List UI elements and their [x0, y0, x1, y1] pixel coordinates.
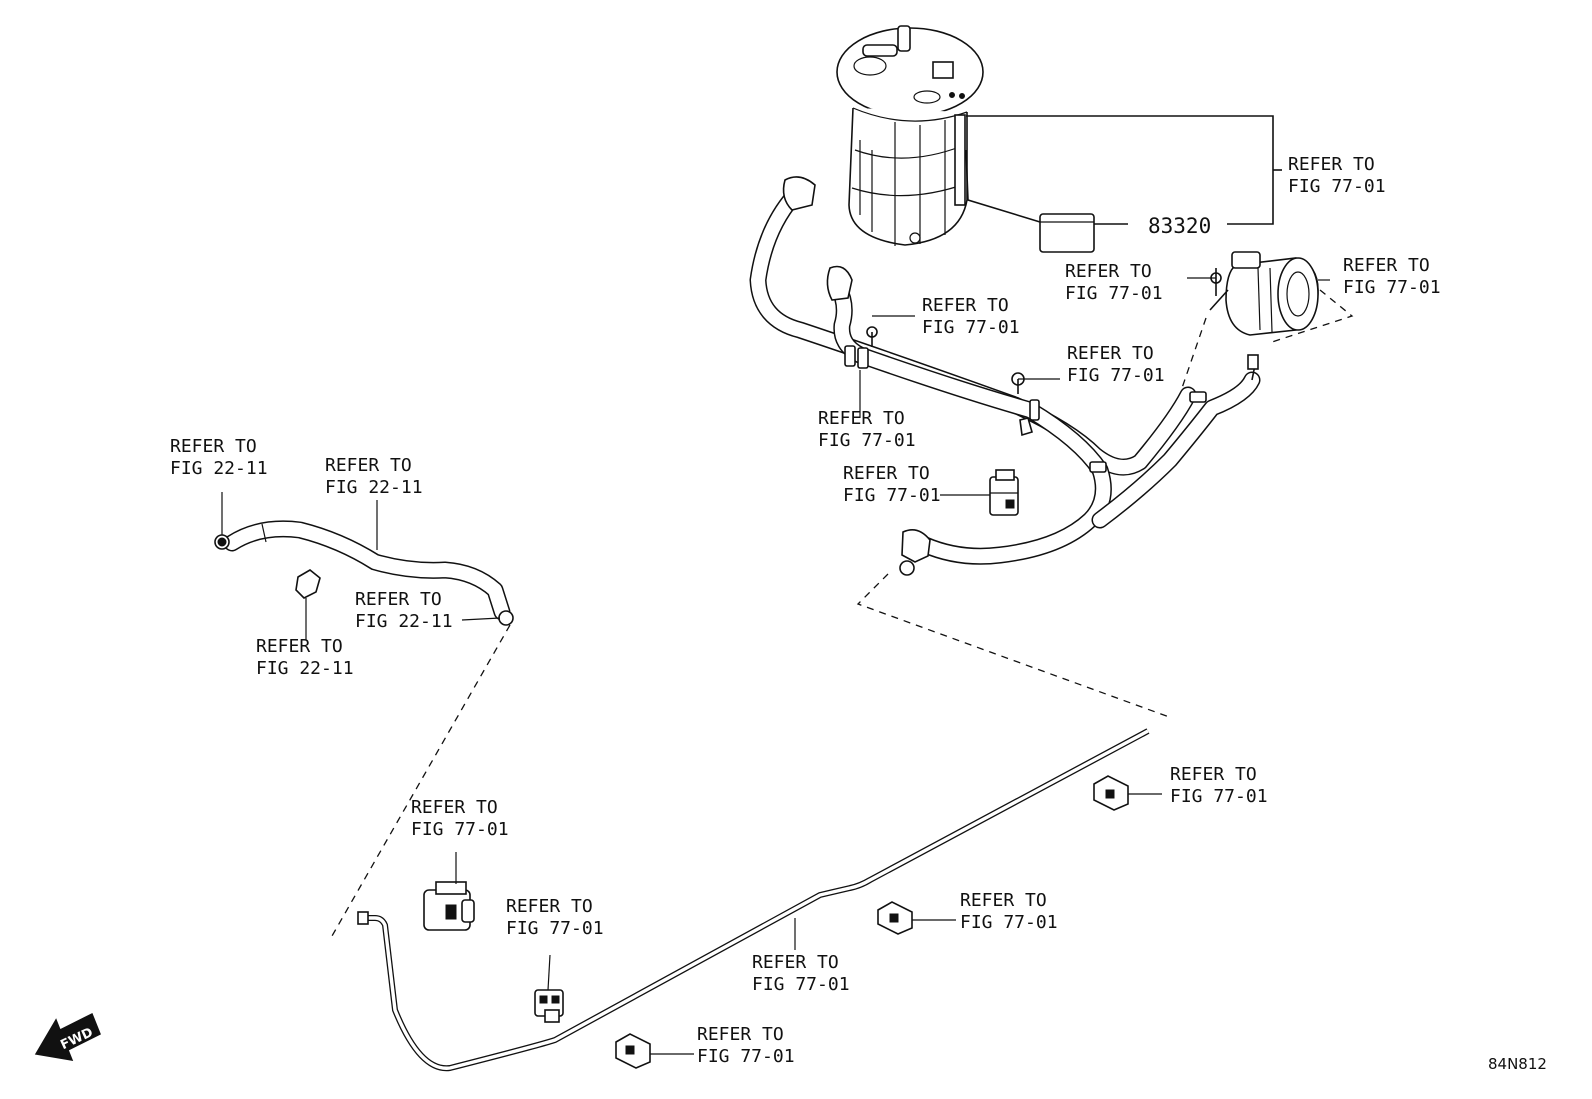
svg-text:FIG 77-01: FIG 77-01	[1170, 786, 1268, 807]
svg-text:REFER TO: REFER TO	[818, 408, 905, 429]
svg-text:REFER TO: REFER TO	[697, 1024, 784, 1045]
svg-text:FIG 77-01: FIG 77-01	[1065, 283, 1163, 304]
svg-text:REFER TO: REFER TO	[170, 436, 257, 457]
part-number-label[interactable]: 83320	[1148, 214, 1211, 238]
svg-text:FIG 77-01: FIG 77-01	[697, 1046, 795, 1067]
callout-clamp-d-refer[interactable]: REFER TO FIG 77-01	[960, 890, 1058, 933]
charcoal-canister[interactable]	[1209, 251, 1319, 336]
svg-text:REFER TO: REFER TO	[506, 896, 593, 917]
callout-hose-end-refer[interactable]: REFER TO FIG 22-11	[170, 436, 268, 479]
svg-text:FIG 22-11: FIG 22-11	[170, 458, 268, 479]
callout-canister-refer[interactable]: REFER TO FIG 77-01	[1343, 255, 1441, 298]
illustration-code: 84N812	[1488, 1055, 1547, 1073]
svg-text:REFER TO: REFER TO	[1170, 764, 1257, 785]
callout-bracket-refer[interactable]: REFER TO FIG 22-11	[256, 636, 354, 679]
svg-text:FIG 77-01: FIG 77-01	[922, 317, 1020, 338]
fuel-sender-gauge-83320[interactable]	[1039, 213, 1095, 253]
callout-clamp-e-refer[interactable]: REFER TO FIG 77-01	[1170, 764, 1268, 807]
clamp-bolt[interactable]	[866, 326, 878, 347]
svg-text:FIG 22-11: FIG 22-11	[325, 477, 423, 498]
callout-canister-bolt-refer[interactable]: REFER TO FIG 77-01	[1065, 261, 1163, 304]
svg-text:REFER TO: REFER TO	[922, 295, 1009, 316]
callout-hose-clamp-refer[interactable]: REFER TO FIG 77-01	[818, 408, 916, 451]
svg-text:FIG 77-01: FIG 77-01	[752, 974, 850, 995]
hose-clamp[interactable]	[498, 610, 514, 626]
svg-text:REFER TO: REFER TO	[1343, 255, 1430, 276]
hose-bracket[interactable]	[295, 569, 321, 599]
filler-hose-assembly[interactable]	[214, 520, 511, 621]
fuel-pump-assembly[interactable]	[836, 25, 984, 246]
svg-text:FIG 77-01: FIG 77-01	[818, 430, 916, 451]
svg-text:FIG 77-01: FIG 77-01	[411, 819, 509, 840]
svg-text:REFER TO: REFER TO	[325, 455, 412, 476]
svg-text:FIG 77-01: FIG 77-01	[1288, 176, 1386, 197]
callout-clamp-b-refer[interactable]: REFER TO FIG 77-01	[506, 896, 604, 939]
tube-clamp[interactable]	[615, 1033, 651, 1069]
svg-text:FIG 77-01: FIG 77-01	[506, 918, 604, 939]
callout-clamp-a-refer[interactable]: REFER TO FIG 77-01	[411, 797, 509, 840]
callout-clamp-c-refer[interactable]: REFER TO FIG 77-01	[697, 1024, 795, 1067]
tube-connector-block[interactable]	[989, 469, 1019, 516]
tube-clamp[interactable]	[877, 901, 913, 935]
clamp-bolt[interactable]	[1011, 372, 1025, 394]
svg-text:REFER TO: REFER TO	[843, 463, 930, 484]
fuel-tank-hose-set[interactable]	[749, 176, 1261, 576]
callout-bolt-refer[interactable]: REFER TO FIG 77-01	[922, 295, 1020, 338]
svg-text:FIG 77-01: FIG 77-01	[843, 485, 941, 506]
fuel-vapor-tube[interactable]	[357, 728, 1150, 1072]
svg-text:REFER TO: REFER TO	[355, 589, 442, 610]
svg-text:FIG 22-11: FIG 22-11	[256, 658, 354, 679]
svg-text:REFER TO: REFER TO	[411, 797, 498, 818]
hose-clip[interactable]	[1019, 417, 1033, 437]
svg-text:REFER TO: REFER TO	[752, 952, 839, 973]
svg-text:REFER TO: REFER TO	[1288, 154, 1375, 175]
svg-text:FIG 77-01: FIG 77-01	[1067, 365, 1165, 386]
callout-bolt2-refer[interactable]: REFER TO FIG 77-01	[1067, 343, 1165, 386]
svg-text:REFER TO: REFER TO	[960, 890, 1047, 911]
svg-text:FIG 22-11: FIG 22-11	[355, 611, 453, 632]
callout-connector-refer[interactable]: REFER TO FIG 77-01	[843, 463, 941, 506]
svg-text:FIG 77-01: FIG 77-01	[960, 912, 1058, 933]
svg-text:REFER TO: REFER TO	[256, 636, 343, 657]
tube-clamp[interactable]	[1093, 775, 1129, 811]
callout-tube-refer[interactable]: REFER TO FIG 77-01	[752, 952, 850, 995]
callout-pump-refer[interactable]: REFER TO FIG 77-01	[1288, 154, 1386, 197]
tube-clamp[interactable]	[423, 881, 475, 931]
svg-text:FIG 77-01: FIG 77-01	[1343, 277, 1441, 298]
svg-text:REFER TO: REFER TO	[1065, 261, 1152, 282]
callout-filler-hose-refer[interactable]: REFER TO FIG 22-11	[325, 455, 423, 498]
canister-bolt[interactable]	[1210, 268, 1222, 296]
svg-text:REFER TO: REFER TO	[1067, 343, 1154, 364]
forward-arrow-icon: FWD	[34, 1012, 101, 1061]
callout-clamp-refer[interactable]: REFER TO FIG 22-11	[355, 589, 453, 632]
tube-clamp[interactable]	[534, 989, 564, 1023]
